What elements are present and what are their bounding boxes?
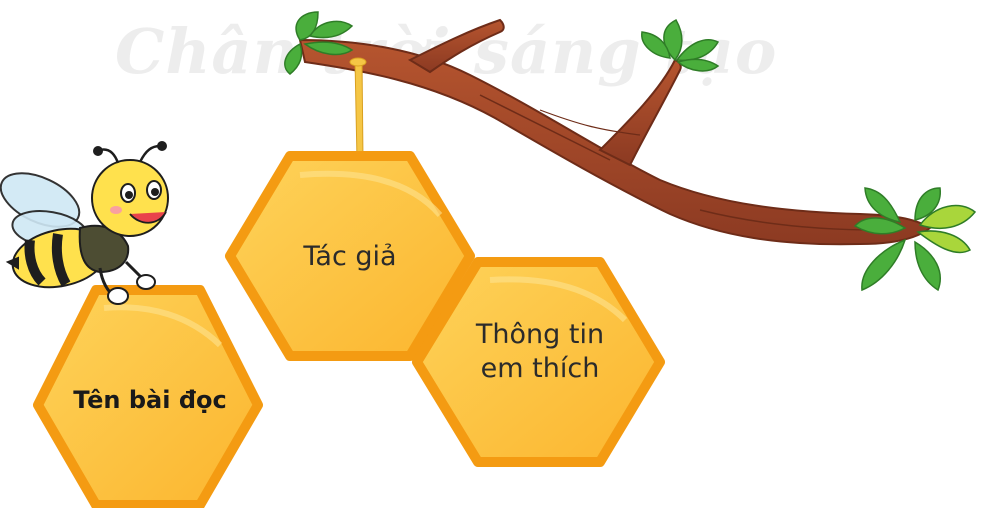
honey-string [350, 58, 366, 160]
bee-mascot [0, 142, 168, 304]
hexagon-label-thong-tin-line1: Thông tin [450, 318, 630, 352]
hexagon-label-thong-tin: Thông tin em thích [450, 318, 630, 386]
hexagon-label-ten-bai-doc: Tên bài đọc [45, 385, 255, 415]
leaves-top [642, 20, 718, 71]
hexagon-label-thong-tin-line2: em thích [450, 352, 630, 386]
hexagon-label-tac-gia: Tác giả [265, 240, 435, 274]
